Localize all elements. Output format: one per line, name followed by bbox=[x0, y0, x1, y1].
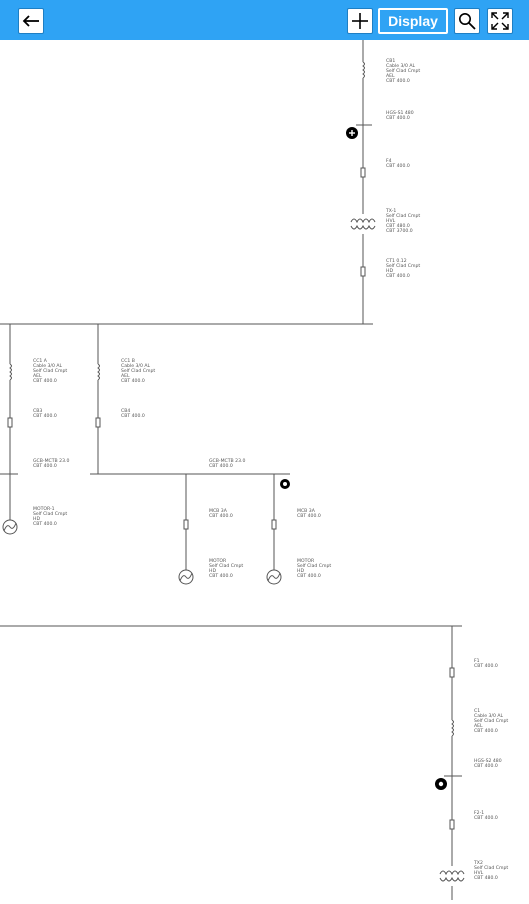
label: HD bbox=[386, 268, 393, 274]
label: CB1 bbox=[386, 58, 395, 64]
label: Self Clad Cmpt bbox=[474, 865, 508, 871]
label: HVL bbox=[386, 218, 396, 224]
label: CBT 400.0 bbox=[33, 521, 57, 527]
label: F4 bbox=[386, 158, 392, 164]
label: Cable 3/0 AL bbox=[474, 713, 503, 719]
node-marker[interactable] bbox=[346, 127, 358, 139]
diagram-canvas[interactable]: CB1 Cable 3/0 AL Self Clad Cmpt AEL CBT … bbox=[0, 40, 529, 900]
label: CBT 400.0 bbox=[386, 163, 410, 169]
label: CBT 480.0 bbox=[386, 223, 410, 229]
fullscreen-button[interactable] bbox=[487, 8, 513, 34]
label: CC1 A bbox=[33, 358, 48, 364]
label: Cable 3/0 AL bbox=[386, 63, 415, 69]
label: CBT 400.0 bbox=[121, 378, 145, 384]
label: TX-1 bbox=[385, 208, 396, 214]
label: CBT 3700.0 bbox=[386, 228, 413, 234]
label: Self Clad Cmpt bbox=[386, 263, 420, 269]
label: CBT 400.0 bbox=[386, 273, 410, 279]
label: MCB 3A bbox=[297, 508, 316, 514]
label: CBT 400.0 bbox=[33, 413, 57, 419]
label: CBT 400.0 bbox=[386, 115, 410, 121]
label: CBT 480.0 bbox=[474, 875, 498, 881]
label: AEL bbox=[33, 373, 42, 379]
label: HD bbox=[209, 568, 216, 574]
label: HGS-S1 480 bbox=[386, 110, 414, 116]
label: CB3 bbox=[33, 408, 42, 414]
label: GCB-MCTB 23.0 bbox=[33, 458, 69, 464]
label: CBT 400.0 bbox=[297, 513, 321, 519]
label: CBT 400.0 bbox=[474, 663, 498, 669]
label: F1 bbox=[474, 658, 480, 664]
label: Self Clad Cmpt bbox=[33, 368, 67, 374]
label: CBT 400.0 bbox=[121, 413, 145, 419]
label: CBT 400.0 bbox=[474, 815, 498, 821]
toolbar: Display bbox=[0, 0, 529, 40]
label: C1 bbox=[474, 708, 480, 714]
label: Cable 3/0 AL bbox=[33, 363, 62, 369]
one-line-diagram: CB1 Cable 3/0 AL Self Clad Cmpt AEL CBT … bbox=[0, 40, 508, 900]
label: Self Clad Cmpt bbox=[386, 68, 420, 74]
label: MCB 3A bbox=[209, 508, 228, 514]
label: CBT 400.0 bbox=[33, 378, 57, 384]
arrow-left-icon bbox=[22, 15, 39, 27]
label: CBT 400.0 bbox=[474, 728, 498, 734]
label: MOTOR-1 bbox=[33, 506, 55, 512]
label: F2-1 bbox=[474, 810, 484, 816]
label: Self Clad Cmpt bbox=[209, 563, 243, 569]
add-button[interactable] bbox=[347, 8, 373, 34]
label: MOTOR bbox=[209, 558, 227, 564]
label: CBT 400.0 bbox=[33, 463, 57, 469]
plus-icon bbox=[352, 13, 368, 29]
back-button[interactable] bbox=[18, 8, 44, 34]
node-marker[interactable] bbox=[280, 479, 290, 489]
node-marker[interactable] bbox=[435, 778, 447, 790]
label: Self Clad Cmpt bbox=[297, 563, 331, 569]
label: Self Clad Cmpt bbox=[121, 368, 155, 374]
label: HD bbox=[297, 568, 304, 574]
label: HVL bbox=[474, 870, 484, 876]
label: CB4 bbox=[121, 408, 130, 414]
label: CBT 400.0 bbox=[209, 513, 233, 519]
label: AEL bbox=[121, 373, 130, 379]
label: TX2 bbox=[473, 860, 483, 866]
label: CC1 B bbox=[121, 358, 135, 364]
label: AEL bbox=[474, 723, 483, 729]
expand-icon bbox=[491, 12, 509, 30]
label: GCB-MCTB 23.0 bbox=[209, 458, 245, 464]
label: Self Clad Cmpt bbox=[474, 718, 508, 724]
label: CBT 400.0 bbox=[297, 573, 321, 579]
label: Self Clad Cmpt bbox=[386, 213, 420, 219]
label: CT1 0.12 bbox=[386, 258, 407, 264]
search-icon bbox=[459, 13, 476, 30]
label: HGS-S2 480 bbox=[474, 758, 502, 764]
label: CBT 400.0 bbox=[209, 463, 233, 469]
label: MOTOR bbox=[297, 558, 315, 564]
label: CBT 400.0 bbox=[386, 78, 410, 84]
label: AEL bbox=[386, 73, 395, 79]
search-button[interactable] bbox=[454, 8, 480, 34]
label: HD bbox=[33, 516, 40, 522]
label: Cable 3/0 AL bbox=[121, 363, 150, 369]
display-button[interactable]: Display bbox=[378, 8, 448, 34]
label: Self Clad Cmpt bbox=[33, 511, 67, 517]
label: CBT 400.0 bbox=[474, 763, 498, 769]
label: CBT 400.0 bbox=[209, 573, 233, 579]
